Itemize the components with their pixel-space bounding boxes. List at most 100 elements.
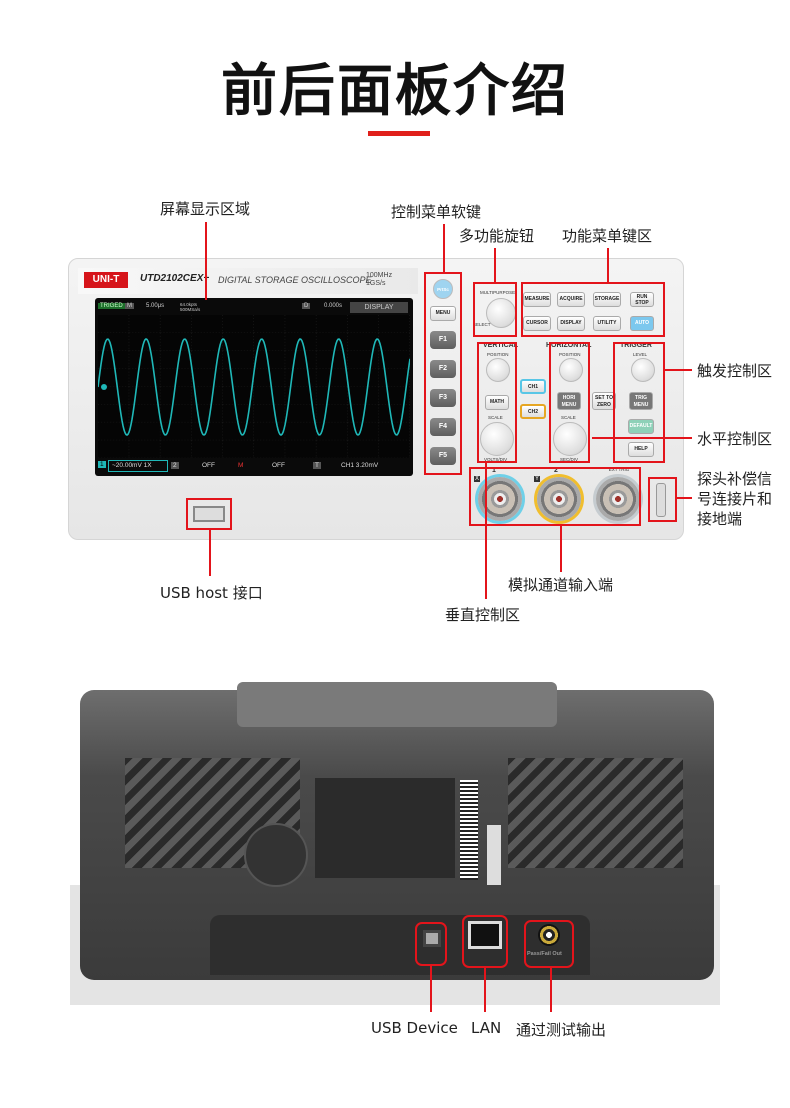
utility-button[interactable]: UTILITY <box>593 316 621 331</box>
cursor-button[interactable]: CURSOR <box>523 316 551 331</box>
vertical-position-knob[interactable] <box>486 358 510 382</box>
callout-function-keys: 功能菜单键区 <box>562 227 653 245</box>
hori-menu-button[interactable]: HORI MENU <box>557 392 581 410</box>
auto-button[interactable]: AUTO <box>630 316 654 331</box>
ch2-state: OFF <box>202 462 215 469</box>
softkeys-highlight <box>424 272 462 475</box>
callout-probe-comp-line3: 接地端 <box>697 510 743 528</box>
horizontal-arrow <box>592 437 692 439</box>
vertical-scale-label: SCALE <box>488 415 503 420</box>
ext-trig-bnc-input[interactable] <box>596 477 640 521</box>
usb-device-arrow <box>430 966 432 1012</box>
vertical-scale-knob[interactable] <box>480 422 514 456</box>
spec-sample-rate: 1GS/s <box>366 280 386 287</box>
sample-rate: 500MSa/s <box>180 307 201 312</box>
acquire-button[interactable]: ACQUIRE <box>557 292 585 307</box>
waveform-display <box>98 315 410 458</box>
horizontal-position-label: POSITION <box>559 352 581 357</box>
f1-softkey[interactable]: F1 <box>430 331 456 349</box>
trigger-highlight <box>613 342 665 463</box>
ch2-bnc-input[interactable] <box>537 477 581 521</box>
trigger-title: TRIGGER <box>620 342 652 349</box>
sec-div-label: SEC/DIV <box>560 457 579 462</box>
horizontal-position-knob[interactable] <box>559 358 583 382</box>
barcode-sticker <box>460 780 478 880</box>
help-button[interactable]: HELP <box>628 442 654 457</box>
ch2-num: 2 <box>171 462 179 469</box>
display-button[interactable]: DISPLAY <box>557 316 585 331</box>
callout-vertical: 垂直控制区 <box>445 606 521 624</box>
menu-title: DISPLAY <box>350 302 408 313</box>
multipurpose-label: MULTIPURPOSE <box>480 290 516 295</box>
ch1-marker <box>101 384 107 390</box>
default-button[interactable]: DEFAULT <box>628 419 654 434</box>
multipurpose-knob[interactable] <box>486 298 516 328</box>
vertical-arrow <box>485 463 487 599</box>
y-tag: Y <box>534 476 541 482</box>
callout-usb-device: USB Device <box>371 1019 458 1037</box>
vertical-highlight <box>477 342 517 463</box>
callout-pass-fail: 通过测试输出 <box>516 1021 607 1039</box>
f3-softkey[interactable]: F3 <box>430 389 456 407</box>
f4-softkey[interactable]: F4 <box>430 418 456 436</box>
rear-handle <box>237 682 557 727</box>
ch1-num: 1 <box>98 461 106 468</box>
right-vent <box>508 758 683 868</box>
ch1-input-label: 1 <box>492 467 496 474</box>
run-stop-button[interactable]: RUN STOP <box>630 292 654 307</box>
usb-host-arrow <box>209 530 211 576</box>
ch2-input-label: 2 <box>554 467 558 474</box>
brand-strip <box>78 268 418 294</box>
inputs-highlight <box>469 467 641 526</box>
lan-highlight <box>462 915 508 968</box>
ch2-button[interactable]: CH2 <box>520 404 546 419</box>
model-name: UTD2102CEX+ <box>140 273 210 284</box>
pass-fail-arrow <box>550 968 552 1012</box>
brand-logo: UNI-T <box>84 272 128 288</box>
softkeys-arrow <box>443 224 445 272</box>
x-tag: X <box>474 476 481 482</box>
callout-screen: 屏幕显示区域 <box>160 200 251 218</box>
lan-arrow <box>484 968 486 1012</box>
ch1-button[interactable]: CH1 <box>520 379 546 394</box>
storage-button[interactable]: STORAGE <box>593 292 621 307</box>
probe-comp-terminals[interactable] <box>656 483 666 517</box>
ch1-setting: ~20.00mV 1X <box>108 460 168 472</box>
menu-button[interactable]: MENU <box>430 306 456 321</box>
product-type: DIGITAL STORAGE OSCILLOSCOPE <box>218 275 372 285</box>
screen-arrow <box>205 222 207 300</box>
measure-button[interactable]: MEASURE <box>523 292 551 307</box>
pass-fail-bnc-port[interactable] <box>538 924 560 946</box>
callout-horizontal: 水平控制区 <box>697 430 773 448</box>
callout-softkeys: 控制菜单软键 <box>391 203 482 221</box>
callout-lan: LAN <box>471 1019 502 1037</box>
f5-softkey[interactable]: F5 <box>430 447 456 465</box>
set-to-zero-button[interactable]: SET TO ZERO <box>592 392 616 410</box>
horizontal-title: HORIZONTAL <box>546 342 592 349</box>
trigger-level-knob[interactable] <box>631 358 655 382</box>
ch1-waveform <box>98 338 410 436</box>
prtsc-button[interactable]: PrtSc <box>433 279 453 299</box>
delay-value: 0.000s <box>324 303 343 309</box>
f2-softkey[interactable]: F2 <box>430 360 456 378</box>
usb-device-port[interactable] <box>423 930 441 947</box>
callout-usb-host: USB host 接口 <box>160 584 263 602</box>
lan-port[interactable] <box>468 921 502 949</box>
page-title: 前后面板介绍 <box>221 59 569 124</box>
knob-arrow <box>494 248 496 282</box>
security-lock-slot[interactable] <box>244 823 308 887</box>
trig-status: TRIGED <box>98 303 125 309</box>
horizontal-scale-knob[interactable] <box>553 422 587 456</box>
pass-fail-highlight <box>524 920 574 968</box>
volts-div-label: VOLTS/DIV <box>484 457 508 462</box>
usb-host-highlight <box>186 498 232 530</box>
trig-setting: CH1 3.20mV <box>341 462 379 469</box>
math-button[interactable]: MATH <box>485 395 509 410</box>
trig-menu-button[interactable]: TRIG MENU <box>629 392 653 410</box>
usb-host-port[interactable] <box>193 506 225 522</box>
rear-label-area <box>315 778 455 878</box>
callout-analog-inputs: 模拟通道输入端 <box>508 576 614 594</box>
title-underline <box>368 131 430 136</box>
